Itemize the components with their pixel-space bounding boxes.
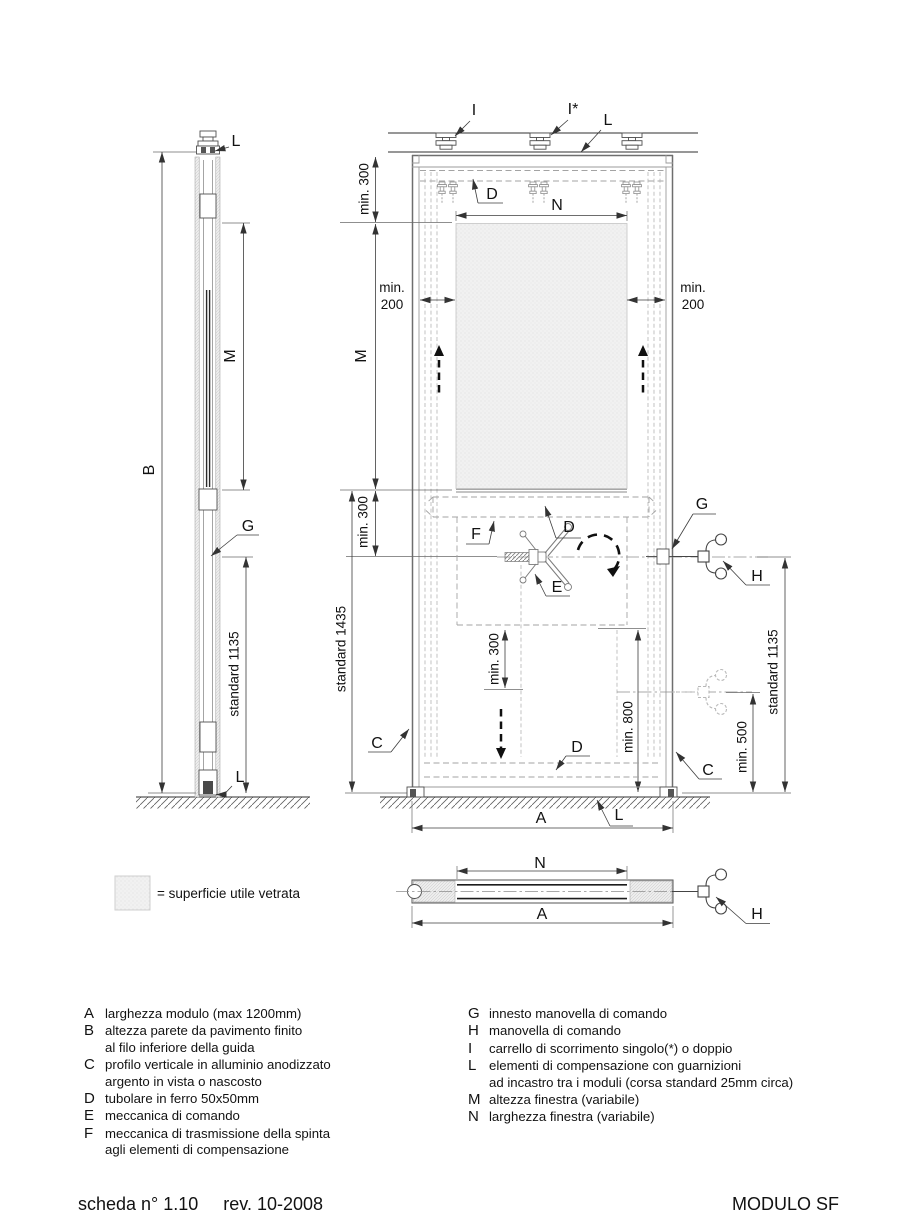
- legend-key-I: I: [468, 1039, 473, 1057]
- label-min300-top: min. 300: [356, 163, 372, 215]
- legend-column-left: A larghezza modulo (max 1200mm) B altezz…: [84, 1005, 331, 1160]
- label-H-plan: H: [751, 906, 763, 923]
- footer: scheda n° 1.10 rev. 10-2008: [78, 1194, 323, 1215]
- label-min800: min. 800: [620, 701, 636, 753]
- label-A-plan: A: [536, 906, 548, 923]
- legend-row-M: M altezza finestra (variabile): [468, 1091, 640, 1109]
- product-name: MODULO SF: [732, 1194, 840, 1214]
- label-I-carriage: I: [471, 102, 477, 119]
- legend-row-F: F meccanica di trasmissione della spinta…: [84, 1124, 331, 1158]
- label-min200-right: min. 200: [680, 280, 706, 312]
- label-D-mech: D: [563, 519, 575, 536]
- legend-row-B: B altezza parete da pavimento finito al …: [84, 1022, 303, 1055]
- front-view-drawing: [340, 119, 791, 833]
- legend-row-I: I carrello di scorrimento singolo(*) o d…: [468, 1039, 733, 1057]
- legend-key-D: D: [84, 1090, 95, 1108]
- label-L-side-bottom: L: [235, 769, 245, 786]
- label-std1135-right: standard 1135: [765, 629, 781, 715]
- label-std1435: standard 1435: [333, 605, 349, 693]
- label-A-dim: A: [535, 810, 547, 827]
- legend-row-E: E meccanica di comando: [84, 1107, 240, 1125]
- legend-key-L: L: [468, 1057, 477, 1075]
- glass-surface: [455, 223, 628, 489]
- legend-row-G: G innesto manovella di comando: [468, 1005, 668, 1022]
- legend-row-D: D tubolare in ferro 50x50mm: [84, 1090, 259, 1108]
- label-L-top: L: [603, 112, 613, 129]
- label-min300-mid: min. 300: [355, 496, 371, 548]
- legend-key-M: M: [468, 1091, 481, 1109]
- glass-legend-text: = superficie utile vetrata: [157, 886, 300, 901]
- label-L-bottom: L: [614, 807, 624, 824]
- label-std1135-side: standard 1135: [226, 631, 242, 717]
- label-C-left: C: [371, 735, 383, 752]
- legend-column-right: G innesto manovella di comando H manovel…: [468, 1005, 794, 1127]
- label-H-crank: H: [751, 568, 763, 585]
- legend-row-A: A larghezza modulo (max 1200mm): [84, 1005, 302, 1022]
- legend-key-A: A: [84, 1005, 95, 1022]
- side-view-drawing: [136, 130, 310, 809]
- legend-key-F: F: [84, 1124, 94, 1142]
- label-min500: min. 500: [734, 721, 750, 773]
- label-M-side-dim: M: [222, 349, 239, 363]
- label-E-mech: E: [551, 579, 563, 596]
- plan-view-drawing: [396, 866, 770, 928]
- label-L-side-top: L: [231, 133, 241, 150]
- label-min300-low: min. 300: [486, 633, 502, 685]
- label-C-right: C: [702, 762, 714, 779]
- label-M-dim: M: [353, 349, 370, 363]
- label-G-side: G: [241, 518, 255, 535]
- legend-key-N: N: [468, 1108, 479, 1126]
- label-min200-left: min. 200: [379, 280, 405, 312]
- legend-row-N: N larghezza finestra (variabile): [468, 1108, 655, 1126]
- sheet-number: scheda n° 1.10: [78, 1194, 199, 1214]
- legend-row-H: H manovella di comando: [468, 1022, 621, 1040]
- revision: rev. 10-2008: [223, 1194, 324, 1214]
- label-F-mech: F: [471, 526, 481, 543]
- legend-key-C: C: [84, 1056, 95, 1074]
- legend-key-B: B: [84, 1022, 95, 1040]
- label-G-socket: G: [695, 496, 709, 513]
- glass-legend-swatch: [114, 875, 151, 911]
- legend-key-H: H: [468, 1022, 479, 1040]
- legend-row-C: C profilo verticale in alluminio anodizz…: [84, 1056, 331, 1089]
- label-N-plan: N: [534, 855, 546, 872]
- label-N-dim: N: [551, 197, 563, 214]
- label-D-bottom: D: [571, 739, 583, 756]
- legend-key-E: E: [84, 1107, 95, 1125]
- legend-key-G: G: [468, 1005, 480, 1022]
- legend-row-L: L elementi di compensazione con guarnizi…: [468, 1057, 794, 1090]
- label-Istar-carriage: I*: [567, 101, 579, 118]
- label-B-dim: B: [141, 464, 158, 476]
- label-D-top: D: [486, 186, 498, 203]
